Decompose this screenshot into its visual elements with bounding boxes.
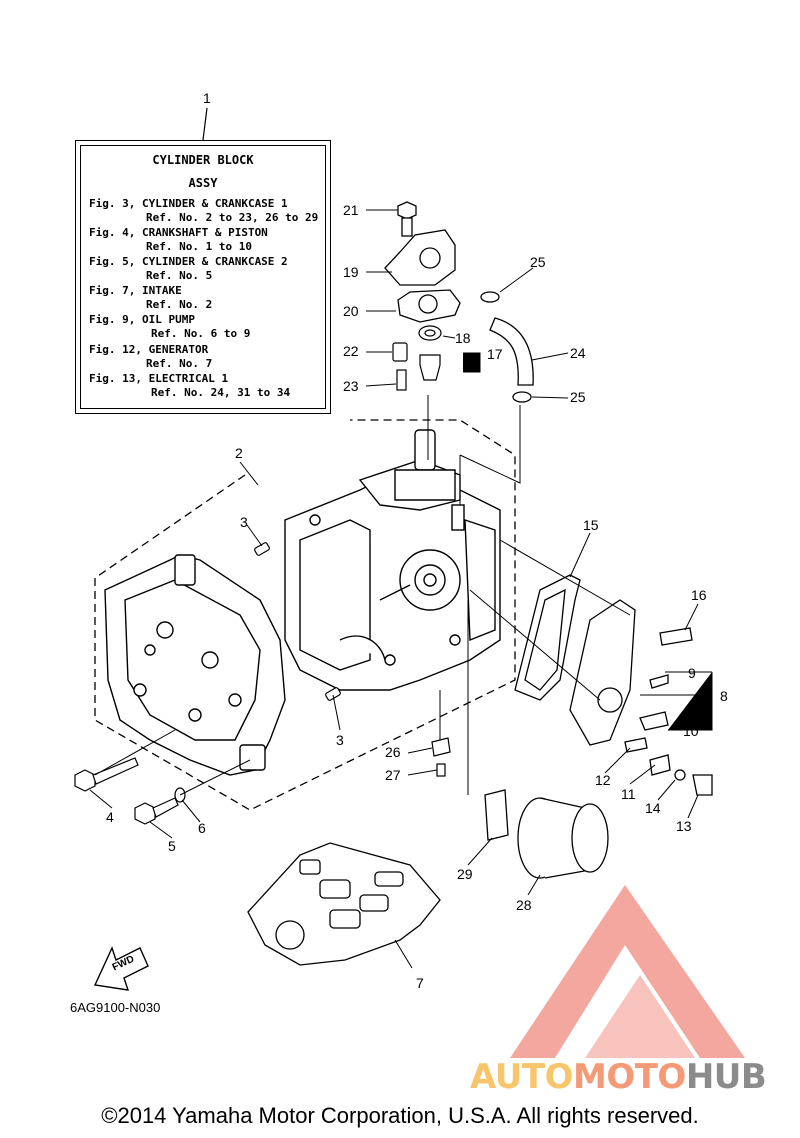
- oil-filter: [484, 789, 609, 879]
- legend-line: Fig. 3, CYLINDER & CRANKCASE 1: [89, 197, 288, 210]
- callout-14: 14: [645, 800, 661, 816]
- callout-25-top: 25: [530, 254, 546, 270]
- cylinder-block: [284, 429, 501, 691]
- legend-line: Fig. 9, OIL PUMP: [89, 313, 195, 326]
- legend-line: Ref. No. 5: [146, 269, 213, 282]
- callout-28: 28: [516, 897, 532, 913]
- callout-5: 5: [168, 838, 176, 854]
- callout-27: 27: [385, 767, 401, 783]
- legend-line: Ref. No. 6 to 9: [151, 327, 251, 340]
- legend-title: CYLINDER BLOCK: [152, 153, 254, 167]
- legend-line: Fig. 13, ELECTRICAL 1: [89, 372, 229, 385]
- callout-1: 1: [203, 90, 211, 106]
- legend-line: Ref. No. 7: [146, 357, 213, 370]
- callout-17: 17: [487, 346, 503, 362]
- callout-2: 2: [235, 445, 243, 461]
- copyright-notice: ©2014 Yamaha Motor Corporation, U.S.A. A…: [101, 1103, 699, 1128]
- callout-16: 16: [691, 587, 707, 603]
- crankcase: [104, 554, 286, 776]
- legend-line: Fig. 7, INTAKE: [89, 284, 182, 297]
- callout-11: 11: [621, 786, 636, 802]
- callout-8: 8: [720, 688, 728, 704]
- legend-line: Ref. No. 1 to 10: [146, 240, 252, 253]
- diagram-code: 6AG9100-N030: [70, 1000, 161, 1015]
- callout-26: 26: [385, 744, 401, 760]
- legend-line: Ref. No. 24, 31 to 34: [151, 386, 291, 399]
- watermark-part-1: AUTO: [470, 1057, 573, 1097]
- watermark-part-2: MOTO: [572, 1057, 686, 1097]
- callout-4: 4: [106, 809, 114, 825]
- callout-21: 21: [343, 202, 359, 218]
- callout-23: 23: [343, 378, 359, 394]
- legend-line: Ref. No. 2: [146, 298, 213, 311]
- callout-12: 12: [595, 772, 611, 788]
- cover-gasket: [514, 574, 581, 701]
- legend-line: Ref. No. 2 to 23, 26 to 29: [146, 211, 319, 224]
- callout-3-top: 3: [240, 514, 248, 530]
- callout-15: 15: [583, 517, 599, 533]
- watermark-part-3: HUB: [685, 1057, 767, 1097]
- fwd-arrow-icon: [93, 946, 149, 991]
- callout-6: 6: [198, 820, 206, 836]
- legend-line: Fig. 5, CYLINDER & CRANKCASE 2: [89, 255, 288, 268]
- callout-9: 9: [688, 665, 696, 681]
- legend-subtitle: ASSY: [188, 176, 218, 190]
- callout-10: 10: [683, 723, 699, 739]
- callout-25-bottom: 25: [570, 389, 586, 405]
- callout-18: 18: [455, 330, 471, 346]
- gasket: [247, 842, 441, 966]
- callout-22: 22: [343, 343, 359, 359]
- callout-20: 20: [343, 303, 359, 319]
- callout-19: 19: [343, 264, 359, 280]
- legend-line: Fig. 12, GENERATOR: [89, 343, 209, 356]
- callout-24: 24: [570, 345, 586, 361]
- logo-triangle-icon: [510, 885, 745, 1058]
- reference-legend: CYLINDER BLOCK ASSY Fig. 3, CYLINDER & C…: [75, 140, 331, 414]
- thermostat-cover: [384, 201, 461, 323]
- watermark-logo: AUTOMOTOHUB: [470, 1057, 767, 1097]
- callout-7: 7: [416, 975, 424, 991]
- legend-line: Fig. 4, CRANKSHAFT & PISTON: [89, 226, 268, 239]
- callout-13: 13: [676, 818, 692, 834]
- callout-29: 29: [457, 866, 473, 882]
- callout-3-bottom: 3: [336, 732, 344, 748]
